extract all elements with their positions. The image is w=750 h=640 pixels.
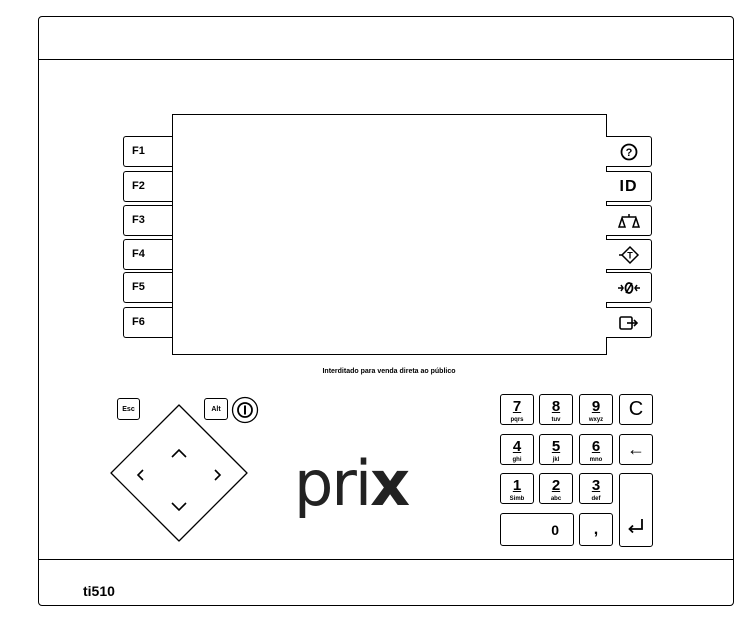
clear-key[interactable]: C	[619, 394, 653, 425]
arrow-left-icon[interactable]	[136, 469, 144, 481]
display-screen	[172, 114, 607, 355]
tare-icon: T	[618, 245, 639, 264]
esc-key[interactable]: Esc	[117, 398, 140, 420]
f2-key[interactable]: F2	[123, 171, 173, 202]
logo-x: x	[370, 447, 410, 520]
alt-key[interactable]: Alt	[204, 398, 228, 420]
arrow-down-icon[interactable]	[171, 502, 187, 512]
f6-key[interactable]: F6	[123, 307, 173, 338]
model-label: ti510	[83, 583, 115, 599]
enter-key[interactable]	[619, 473, 653, 547]
enter-icon	[628, 519, 643, 534]
prix-logo: prix	[294, 447, 410, 520]
svg-text:?: ?	[625, 147, 632, 159]
power-icon	[231, 396, 259, 424]
tare-key[interactable]: T	[606, 239, 652, 270]
scale-key[interactable]	[606, 205, 652, 236]
esc-key-label: Esc	[122, 405, 135, 413]
help-key[interactable]: ?	[606, 136, 652, 167]
exit-icon	[618, 315, 638, 330]
f3-key[interactable]: F3	[123, 205, 173, 236]
power-key[interactable]	[231, 396, 259, 429]
scale-device: F1 F2 F3 F4 F5 F6 ? ID T	[38, 16, 734, 606]
zero-icon	[617, 281, 640, 294]
id-key-label: ID	[619, 177, 638, 195]
f1-key[interactable]: F1	[123, 136, 173, 167]
backspace-key[interactable]: ←	[619, 434, 653, 465]
logo-text: pri	[294, 447, 372, 520]
arrow-right-icon[interactable]	[214, 469, 222, 481]
comma-key-label: ,	[593, 520, 599, 538]
balance-scale-icon	[617, 213, 640, 228]
navigation-pad	[109, 403, 249, 548]
zero-key[interactable]	[606, 272, 652, 303]
clear-key-label: C	[628, 398, 644, 420]
arrow-up-icon[interactable]	[171, 448, 187, 458]
comma-key[interactable]: ,	[579, 513, 613, 546]
notice-text: Interditado para venda direta ao público	[322, 368, 456, 375]
help-icon: ?	[620, 143, 637, 160]
f5-key[interactable]: F5	[123, 272, 173, 303]
alt-key-label: Alt	[211, 405, 221, 413]
bottom-divider	[39, 559, 733, 560]
svg-text:T: T	[627, 250, 633, 260]
id-key[interactable]: ID	[606, 171, 652, 202]
key-0-label: 0	[551, 521, 559, 538]
top-divider	[39, 59, 733, 60]
key-0[interactable]: 0	[500, 513, 574, 546]
exit-key[interactable]	[606, 307, 652, 338]
backspace-arrow-icon: ←	[627, 439, 645, 459]
f4-key[interactable]: F4	[123, 239, 173, 270]
